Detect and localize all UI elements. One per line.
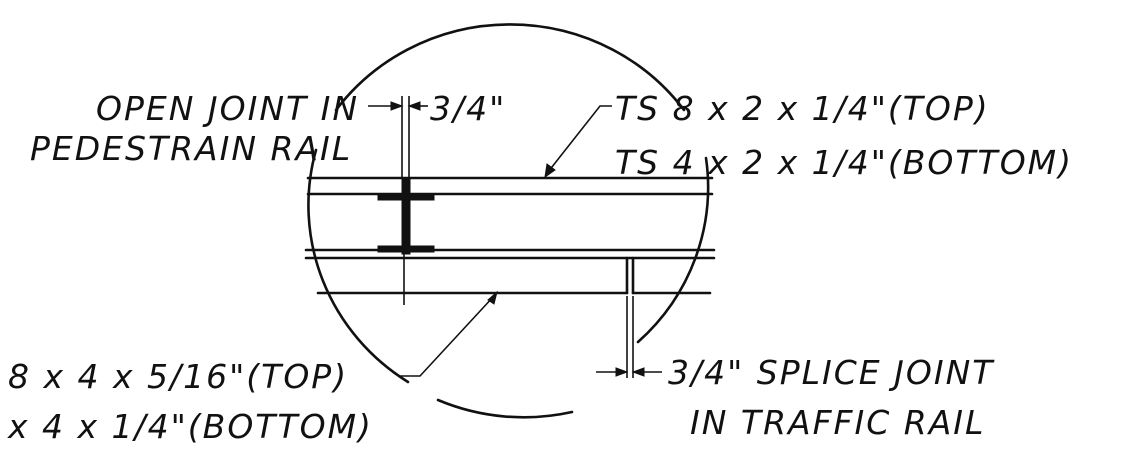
tube-leader-arrowhead — [487, 290, 498, 305]
splice-joint-label-line2: IN TRAFFIC RAIL — [690, 403, 985, 442]
open-joint-dim-arrowhead — [407, 101, 421, 111]
splice-joint-label-line1: 3/4" SPLICE JOINT — [668, 353, 995, 392]
tube-leader — [400, 295, 495, 377]
tube-top-label: 8 x 4 x 5/16"(TOP) — [8, 357, 348, 396]
open-joint-dim-label: 3/4" — [430, 89, 506, 128]
splice-dim-arrow-left — [615, 367, 629, 377]
splice-dim-arrow-right — [631, 367, 645, 377]
tube-bottom-label: x 4 x 1/4"(BOTTOM) — [7, 407, 373, 446]
open-joint-label-line2: PEDESTRAIN RAIL — [30, 129, 352, 168]
ts-leader-arrowhead — [544, 163, 556, 179]
detail-circle-upper-arc — [334, 23, 686, 112]
ts-leader — [547, 105, 612, 173]
open-joint-label-line1: OPEN JOINT IN — [96, 89, 359, 128]
ts-top-label: TS 8 x 2 x 1/4"(TOP) — [615, 89, 990, 128]
post-lower-flange — [377, 245, 435, 253]
post-web — [401, 177, 411, 255]
ts-bottom-label: TS 4 x 2 x 1/4"(BOTTOM) — [615, 143, 1073, 182]
detail-circle-left-arc — [307, 148, 410, 384]
detail-circle-bottom-arc — [436, 398, 574, 419]
open-joint-arrowhead — [390, 101, 404, 111]
post-upper-flange — [377, 193, 435, 201]
